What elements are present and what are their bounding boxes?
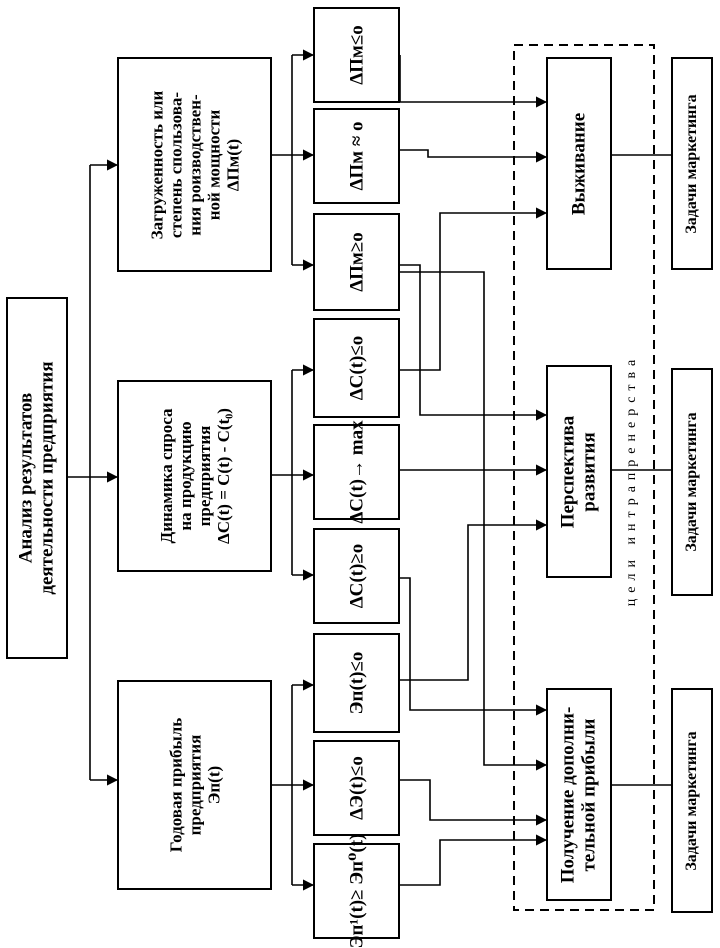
marketing-task-survival: Задачи маркетинга xyxy=(683,93,701,234)
goal-survival-line-1: Выживание xyxy=(568,112,590,215)
intrapreneurship-frame xyxy=(513,44,655,911)
profit-line-3: Эп(t) xyxy=(204,765,224,805)
cond-dpm-le: ΔПм≤о xyxy=(345,25,367,85)
link-dpm-ge-development xyxy=(400,264,548,421)
root-line-1: Анализ результатов xyxy=(15,392,37,564)
demand-line-1: Динамика спроса xyxy=(156,408,176,544)
cond-de-le: ΔЭ(t)≤о xyxy=(345,756,367,820)
cond-ep-le-box: Эп(t)≤о xyxy=(313,633,400,733)
link-ep-le-development xyxy=(400,519,548,681)
goal-extraprofit-box: Получение дополни- тельной прибыли xyxy=(546,688,612,901)
capacity-line-3: ния роизводствен- xyxy=(184,93,204,236)
capacity-line-1: Загруженность или xyxy=(146,90,166,239)
profit-factor-box: Годовая прибыль предприятия Эп(t) xyxy=(117,680,272,890)
marketing-task-extraprofit: Задачи маркетинга xyxy=(683,730,701,871)
cond-dpm-le-box: ΔПм≤о xyxy=(313,7,400,103)
capacity-line-2: степень спользова- xyxy=(165,91,185,238)
cond-dc-ge-box: ΔC(t)≥о xyxy=(313,528,400,624)
demand-factor-text: Динамика спроса на продукцию предприятия… xyxy=(156,408,232,544)
capacity-factor-text: Загруженность или степень спользова- ния… xyxy=(147,90,242,239)
cond-dc-ge: ΔC(t)≥о xyxy=(345,543,367,609)
root-line-2: деятельности предприятия xyxy=(37,361,58,595)
cond-ep-le: Эп(t)≤о xyxy=(345,651,367,715)
demand-line-4: ΔC(t) = C(t) - C(t₀) xyxy=(213,408,233,544)
goal-extraprofit-line-1: Получение дополни- xyxy=(557,706,579,883)
cond-dpm-ge: ΔПм≥о xyxy=(345,232,367,292)
link-dpm-ge-extraprofit xyxy=(400,271,548,771)
link-dpm-le-survival xyxy=(399,55,548,108)
goal-survival-text: Выживание xyxy=(568,112,589,214)
goal-development-box: Перспектива развития xyxy=(546,365,612,578)
goal-development-line-1: Перспектива xyxy=(557,415,579,528)
link-de-le-extraprofit xyxy=(400,779,548,826)
profit-line-2: предприятия xyxy=(184,734,204,836)
link-ep-ge-extraprofit xyxy=(400,834,548,886)
goal-survival-box: Выживание xyxy=(546,57,612,270)
capacity-line-5: ΔПм(t) xyxy=(223,138,243,191)
link-dc-ge-extraprofit xyxy=(400,577,548,716)
root-analysis-text: Анализ результатов деятельности предприя… xyxy=(16,361,59,594)
profit-line-1: Годовая прибыль xyxy=(165,717,185,853)
marketing-task-box-extraprofit: Задачи маркетинга xyxy=(671,688,713,913)
goal-extraprofit-text: Получение дополни- тельной прибыли xyxy=(558,706,601,883)
intrapreneurship-label: цели интрапренерства xyxy=(624,353,639,607)
marketing-task-development: Задачи маркетинга xyxy=(683,412,701,552)
cond-ep-ge-box: Эп¹(t)≥ Эп⁰(t) xyxy=(313,834,400,948)
cond-dc-max: ΔC(t)→ max xyxy=(345,420,367,524)
cond-dpm-eq-box: ΔПм ≈ о xyxy=(313,108,400,204)
link-dc-le-survival xyxy=(400,207,548,371)
cond-ep-ge: Эп¹(t)≥ Эп⁰(t) xyxy=(345,833,367,948)
capacity-factor-box: Загруженность или степень спользова- ния… xyxy=(117,57,272,272)
marketing-task-box-development: Задачи маркетинга xyxy=(671,368,713,596)
capacity-line-4: ной мощности xyxy=(204,109,224,220)
cond-dc-le: ΔC(t)≤о xyxy=(345,335,367,401)
marketing-task-box-survival: Задачи маркетинга xyxy=(671,57,713,270)
profit-factor-text: Годовая прибыль предприятия Эп(t) xyxy=(166,718,223,852)
demand-factor-box: Динамика спроса на продукцию предприятия… xyxy=(117,380,272,572)
goal-development-text: Перспектива развития xyxy=(558,415,601,528)
cond-dpm-eq: ΔПм ≈ о xyxy=(345,121,367,191)
link-dpm-eq-survival xyxy=(400,149,548,163)
cond-dc-max-box: ΔC(t)→ max xyxy=(313,420,400,524)
goal-development-line-2: развития xyxy=(579,431,600,512)
cond-de-le-box: ΔЭ(t)≤о xyxy=(313,740,400,836)
cond-dpm-ge-box: ΔПм≥о xyxy=(313,213,400,311)
root-analysis-box: Анализ результатов деятельности предприя… xyxy=(6,297,68,659)
cond-dc-le-box: ΔC(t)≤о xyxy=(313,318,400,418)
goal-extraprofit-line-2: тельной прибыли xyxy=(579,717,600,872)
demand-line-3: предприятия xyxy=(194,425,214,527)
demand-line-2: на продукцию xyxy=(175,421,195,531)
